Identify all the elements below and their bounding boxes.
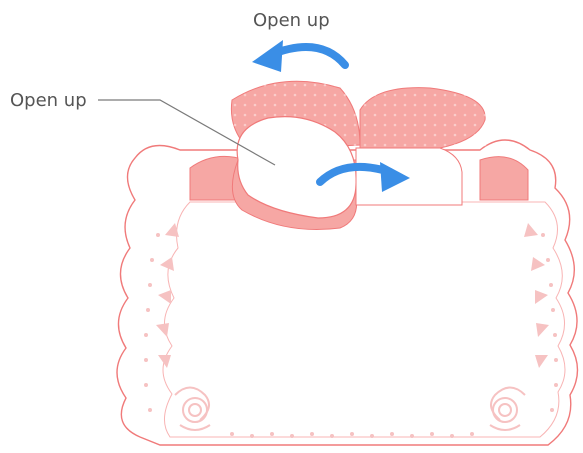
right-flap (356, 148, 462, 205)
left-open-up-label: Open up (10, 92, 87, 110)
arrow-top-head-icon (252, 40, 283, 72)
top-open-up-label: Open up (253, 12, 330, 30)
